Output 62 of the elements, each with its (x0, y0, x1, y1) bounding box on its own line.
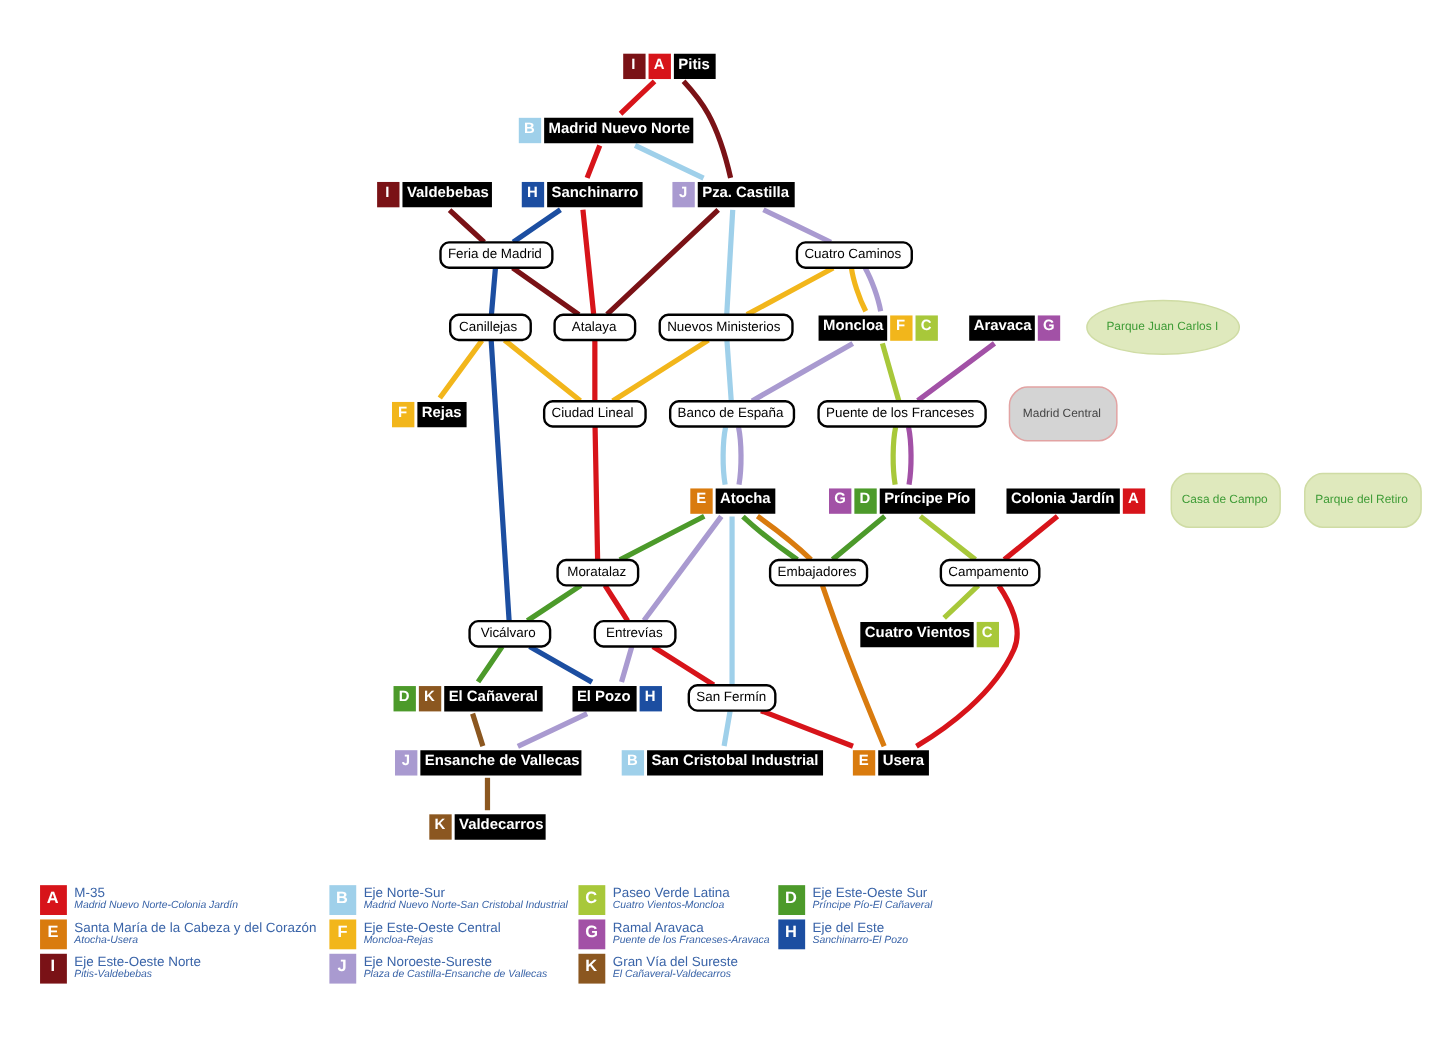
connector (724, 340, 734, 402)
connector (890, 426, 899, 485)
connector (862, 266, 884, 312)
connector (918, 514, 977, 562)
connector (681, 79, 734, 179)
label: D (785, 888, 797, 907)
connector (470, 712, 486, 747)
connector (580, 209, 597, 315)
connector (830, 514, 887, 562)
connector (916, 341, 997, 403)
label: F (337, 923, 348, 942)
connector (651, 644, 716, 688)
connector (915, 584, 1020, 749)
label: E (47, 923, 59, 942)
connector (475, 645, 505, 684)
connector (592, 340, 598, 401)
connector (633, 143, 705, 181)
connector (942, 583, 981, 620)
connector (745, 265, 835, 317)
connector (905, 426, 914, 485)
label: B (336, 888, 348, 907)
connector (525, 583, 583, 623)
connector (447, 208, 486, 245)
connector (720, 426, 729, 485)
connector (721, 710, 733, 747)
connector (741, 514, 799, 562)
connector (1002, 514, 1060, 562)
label: H (785, 923, 797, 942)
connector (724, 209, 736, 315)
connector (819, 584, 887, 748)
connector (750, 341, 855, 404)
connector (729, 516, 735, 686)
connector (528, 644, 594, 685)
label: I (50, 957, 56, 976)
connector (511, 265, 581, 317)
connector (760, 708, 854, 749)
connector (437, 338, 485, 400)
connector (762, 207, 833, 245)
connector (502, 338, 582, 403)
connector (618, 79, 657, 116)
connector (584, 144, 603, 179)
connector (484, 777, 491, 811)
connector (755, 514, 813, 562)
connector (605, 207, 720, 317)
connector (618, 513, 706, 563)
connector (592, 426, 601, 560)
connector (619, 645, 635, 683)
connector (641, 514, 724, 623)
label: G (585, 923, 598, 942)
connector (611, 337, 710, 404)
connector (488, 340, 512, 621)
label: C (585, 888, 598, 907)
connector (511, 207, 562, 245)
connector (488, 267, 499, 315)
label: J (337, 957, 347, 976)
label: K (585, 957, 598, 976)
label: A (46, 888, 59, 907)
connector (602, 584, 630, 623)
connector (879, 342, 902, 402)
connector (516, 711, 589, 749)
connector (735, 426, 744, 485)
connector (848, 267, 869, 313)
